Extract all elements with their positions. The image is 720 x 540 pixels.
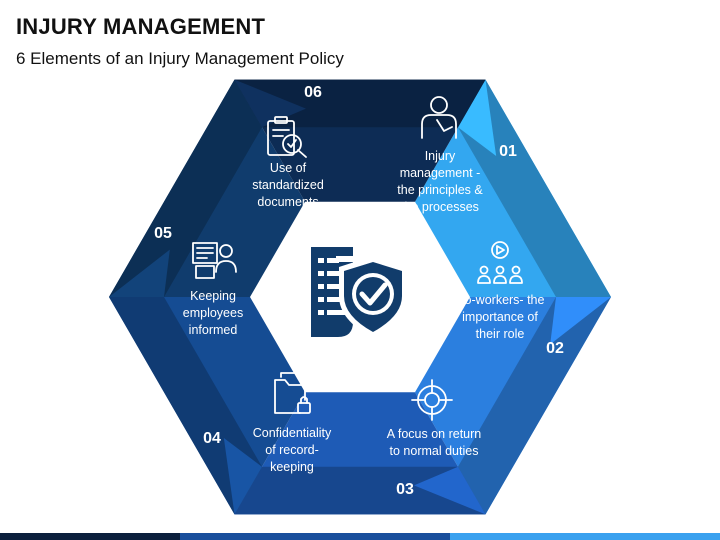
segment-fold-01 (458, 79, 497, 157)
element-label-line: A focus on return (387, 427, 482, 441)
element-number-02: 02 (546, 340, 564, 357)
icons-layer (192, 96, 523, 421)
segment-fold-06 (234, 79, 306, 128)
element-label-04: Confidentiality of record-keeping (253, 426, 332, 474)
bottom-bar-dark (0, 533, 180, 540)
bottom-bar-light (450, 533, 720, 540)
target-icon (411, 379, 453, 421)
segments-layer (109, 79, 611, 515)
clipboard-search-icon (267, 116, 307, 158)
segment-fold-05 (109, 249, 170, 297)
bottom-color-bar (0, 533, 720, 540)
element-label-line: employees (183, 306, 243, 320)
element-label-line: the processes (401, 200, 479, 214)
element-number-05: 05 (154, 225, 172, 242)
element-label-line: Co-workers- the (456, 293, 545, 307)
element-number-06: 06 (304, 84, 322, 101)
employee-screen-icon (192, 242, 237, 279)
element-label-line: importance of (462, 310, 538, 324)
segment-fold-04 (223, 437, 262, 515)
element-label-02: Co-workers- the importance of their role (456, 293, 545, 341)
element-label-06: Use of standardized documents (252, 161, 324, 209)
element-label-line: their role (476, 327, 525, 341)
injured-person-icon (421, 96, 457, 139)
segment-band-04 (109, 297, 262, 515)
segment-fold-02 (550, 297, 611, 345)
element-label-01: Injury management - the principles & the pr… (397, 149, 483, 214)
element-label-line: Keeping (190, 289, 236, 303)
segment-band-03 (234, 466, 486, 515)
element-label-line: management - (400, 166, 481, 180)
document-shield-check-icon (311, 247, 407, 338)
bottom-bar-mid (180, 533, 450, 540)
page-subtitle: 6 Elements of an Injury Management Polic… (16, 49, 344, 68)
element-number-01: 01 (499, 143, 517, 160)
labels-layer: Injury management - the principles & the pr… (154, 84, 564, 498)
element-number-04: 04 (203, 430, 221, 447)
segment-band-01 (458, 79, 611, 297)
element-label-line: standardized (252, 178, 324, 192)
element-label-line: the principles & (397, 183, 483, 197)
element-label-line: to normal duties (390, 444, 479, 458)
element-label-line: keeping (270, 460, 314, 474)
segment-fold-03 (414, 466, 486, 515)
page-title: INJURY MANAGEMENT (16, 14, 266, 39)
segment-band-05 (109, 79, 262, 297)
segment-band-02 (458, 297, 611, 515)
element-label-03: A focus on return to normal duties (387, 427, 482, 458)
element-label-05: Keeping employees informed (183, 289, 243, 337)
team-gear-icon (477, 241, 523, 284)
element-label-line: Confidentiality (253, 426, 332, 440)
element-label-line: Use of (270, 161, 307, 175)
locked-folder-icon (274, 372, 311, 414)
element-label-line: of record- (265, 443, 319, 457)
element-label-line: Injury (425, 149, 456, 163)
element-label-line: informed (189, 323, 238, 337)
segment-band-06 (234, 79, 486, 128)
element-number-03: 03 (396, 481, 414, 498)
element-label-line: documents (257, 195, 318, 209)
